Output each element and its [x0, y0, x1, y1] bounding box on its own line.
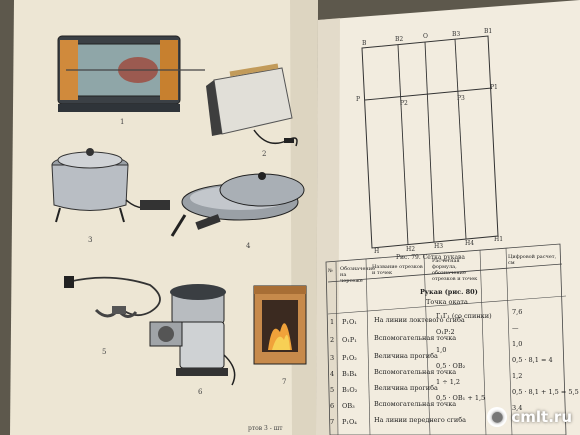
row-formula: 1 ÷ 1,2 — [436, 378, 461, 386]
table-section-title: Рукав (рис. 80) — [420, 288, 478, 296]
grid-point-label: В1 — [484, 28, 493, 35]
row-name: Вспомогательная точка — [374, 368, 457, 376]
grid-point-label: Н4 — [465, 240, 475, 247]
table-header: № — [328, 268, 333, 274]
grid-point-label: Р3 — [457, 95, 465, 102]
figure-number: 4 — [246, 242, 251, 250]
row-name: На линии переднего сгиба — [374, 416, 467, 424]
row-formula: Г₁Г₁ (со спинки) — [436, 312, 492, 320]
grid-point-label: Р — [356, 96, 361, 103]
row-name: Вспомогательная точка — [374, 400, 457, 408]
table-header: Цифровой расчет, см — [508, 254, 557, 266]
left-footer-text: ртов 3 - шт — [248, 425, 283, 432]
row-formula: 0,5 · ОВ₁ + 1,5 — [436, 394, 486, 402]
row-code: О₁Р₁ — [342, 336, 357, 344]
grid-point-label: В3 — [452, 31, 461, 38]
figure-number: 5 — [102, 348, 107, 356]
row-name: Величина прогиба — [374, 384, 438, 392]
appliance-heater-illustration — [64, 276, 161, 318]
row-number: 1 — [330, 318, 335, 326]
row-value: 7,6 — [512, 308, 523, 316]
grid-point-label: Н1 — [494, 236, 504, 243]
grid-point-label: В — [362, 40, 367, 47]
appliance-fryingpan-illustration — [170, 172, 305, 237]
row-formula: 1,0 — [436, 346, 447, 354]
sleeve-grid-diagram — [361, 35, 499, 249]
row-code: ОВ₃ — [342, 402, 355, 410]
appliance-oven-illustration — [57, 35, 205, 112]
row-value: 0,5 · 8,1 = 4 — [512, 356, 553, 364]
row-value: 0,5 · 8,1 + 1,5 = 5,5 — [512, 388, 579, 396]
row-number: 3 — [330, 354, 335, 362]
appliance-grinder-illustration — [149, 284, 236, 386]
watermark-text: cmlt.ru — [511, 408, 572, 426]
figure-number: 7 — [282, 378, 287, 386]
watermark: ● cmlt.ru — [487, 407, 572, 427]
row-code: Р₁О₁ — [342, 318, 357, 326]
grid-point-label: О — [423, 33, 428, 40]
row-name: Величина прогиба — [374, 352, 438, 360]
row-number: 2 — [330, 336, 335, 344]
appliance-toaster-illustration — [206, 63, 298, 147]
grid-point-label: Н — [374, 248, 380, 255]
figure-number: 2 — [262, 150, 267, 158]
figure-number: 3 — [88, 236, 93, 244]
row-code: В₁В₄ — [342, 370, 357, 378]
row-name: На линии локтевого сгиба — [374, 316, 465, 324]
row-code: Р₁О₄ — [342, 418, 357, 426]
row-value: — — [512, 324, 519, 332]
table-subtitle: Точка оката — [426, 298, 468, 306]
row-number: 5 — [330, 386, 335, 394]
row-name: Вспомогательная точка — [374, 334, 457, 342]
row-code: Р₁О₂ — [342, 354, 357, 362]
row-number: 7 — [330, 418, 335, 426]
row-value: 1,2 — [512, 372, 523, 380]
row-value: 1,0 — [512, 340, 523, 348]
appliance-fireplace-illustration — [253, 285, 307, 365]
figure-number: 1 — [120, 118, 125, 126]
appliance-cooker-illustration — [51, 148, 170, 223]
row-number: 4 — [330, 370, 335, 378]
table-header: Расчетная формула, обозначение отрезков … — [432, 258, 478, 282]
grid-point-label: В2 — [395, 36, 404, 43]
grid-point-label: Н3 — [434, 243, 444, 250]
figure-number: 6 — [198, 388, 203, 396]
row-formula: 0,5 · ОВ₂ — [436, 362, 466, 370]
grid-point-label: Р1 — [490, 84, 498, 91]
row-code: В₁О₂ — [342, 386, 358, 394]
row-formula: О₁Р:2 — [436, 328, 455, 336]
table-header: Обозначение на чертеже — [340, 266, 376, 284]
grid-point-label: Р2 — [400, 100, 408, 107]
measurement-table-grid — [325, 243, 567, 435]
grid-point-label: Н2 — [406, 246, 416, 253]
table-header: Название отрезков и точек — [372, 264, 423, 276]
figure-caption: Рис. 79. Сетка рукава — [396, 254, 466, 261]
row-value: 3,4 — [512, 404, 523, 412]
watermark-logo-icon: ● — [487, 407, 508, 427]
row-number: 6 — [330, 402, 335, 410]
